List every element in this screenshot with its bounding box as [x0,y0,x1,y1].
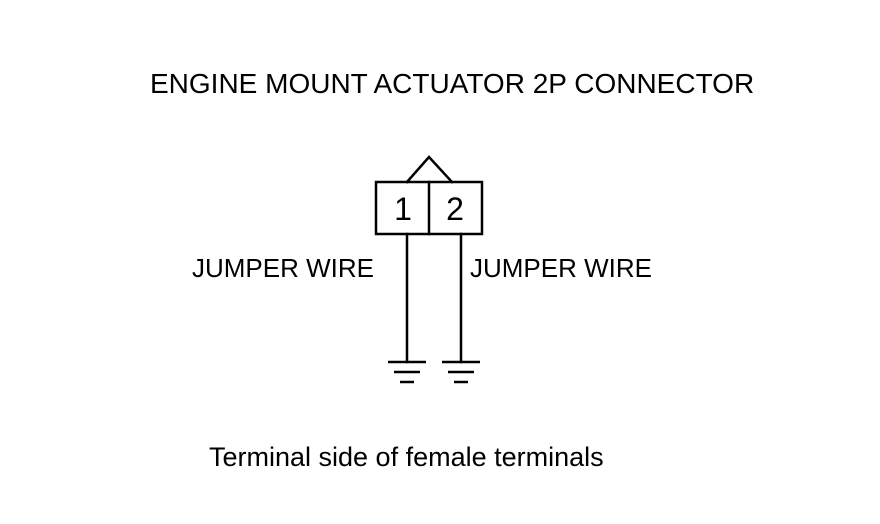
diagram-caption: Terminal side of female terminals [209,442,604,472]
pin-number-2: 2 [446,191,464,227]
jumper-wire-label-right: JUMPER WIRE [470,253,652,283]
jumper-wire-label-left: JUMPER WIRE [192,253,374,283]
ground-symbol-icon [442,360,480,384]
connector-lock-tab-icon [405,155,454,184]
ground-symbol-icon [388,360,426,384]
pin-number-1: 1 [394,191,412,227]
diagram-title: ENGINE MOUNT ACTUATOR 2P CONNECTOR [150,68,755,99]
